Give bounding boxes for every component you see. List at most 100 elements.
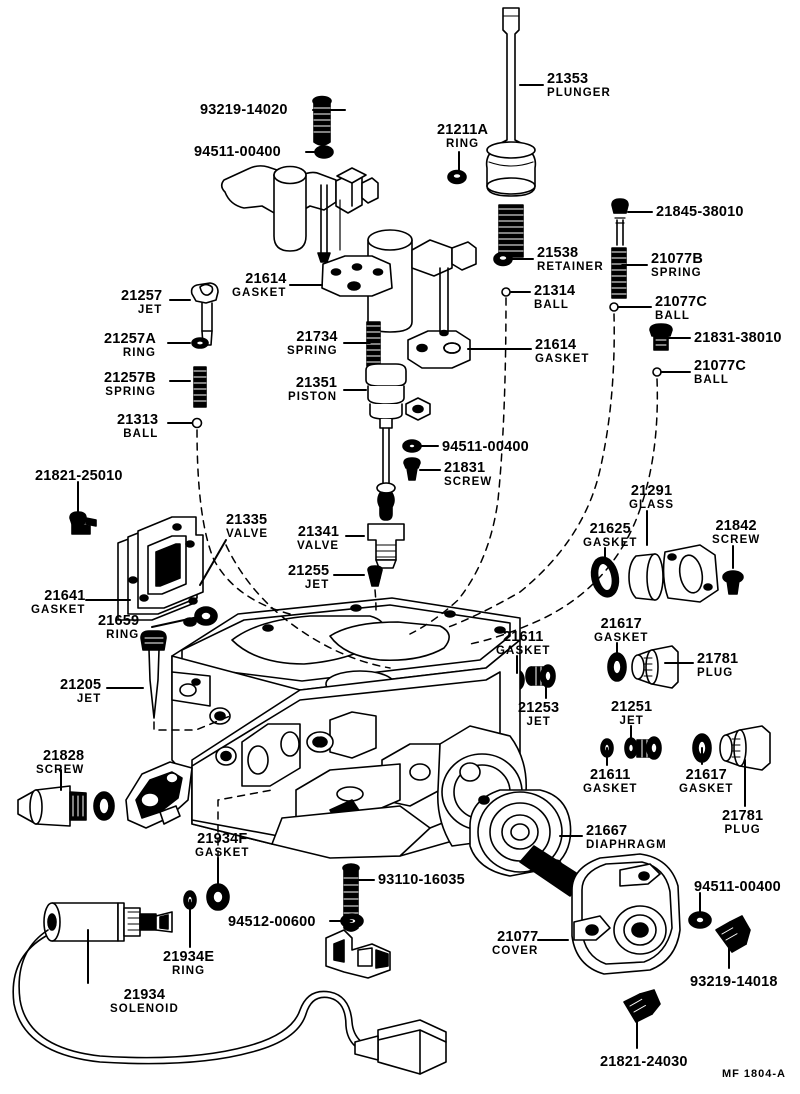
part-21253-jet	[525, 664, 556, 688]
part-name: GASKET	[496, 644, 551, 657]
part-number: 21781	[722, 808, 764, 824]
part-21659-ring	[194, 606, 218, 626]
part-name: SCREW	[712, 533, 761, 546]
part-21257B-spring	[193, 366, 207, 408]
part-name: GLASS	[629, 498, 675, 511]
part-number: 21353	[547, 71, 589, 87]
part-number: 21291	[630, 483, 673, 499]
part-label-21821-24030: 21821-24030	[600, 1055, 688, 1070]
part-21617-gasket-1	[607, 652, 627, 682]
part-21934F-gasket	[206, 883, 230, 911]
part-number: 94511-00400	[194, 144, 281, 160]
part-number: 21313	[117, 412, 159, 428]
part-number: 21831	[444, 460, 486, 476]
part-number: 21821-24030	[600, 1054, 688, 1070]
part-name: RETAINER	[537, 260, 604, 273]
part-name: COVER	[492, 944, 539, 957]
part-name: GASKET	[31, 603, 86, 616]
part-name: JET	[137, 303, 163, 316]
jet-body-2	[636, 736, 662, 760]
part-number: 21821-25010	[35, 468, 123, 484]
part-number: 21617	[600, 616, 642, 632]
part-name: RING	[446, 137, 480, 150]
part-number: 21251	[611, 699, 653, 715]
part-number: 21538	[537, 245, 579, 261]
sheet-code: MF 1804-A	[721, 1068, 786, 1080]
part-name: JET	[619, 714, 644, 727]
part-number: 21255	[288, 563, 330, 579]
part-label-94511-00400: 94511-00400	[694, 880, 781, 895]
part-name: SPRING	[287, 344, 338, 357]
part-name: GASKET	[232, 286, 287, 299]
part-name: GASKET	[594, 631, 649, 644]
part-number: 21351	[295, 375, 338, 391]
part-name: SOLENOID	[110, 1002, 179, 1015]
part-number: 21614	[535, 337, 577, 353]
part-label-94512-00600: 94512-00600	[228, 915, 316, 930]
part-21341-valve	[367, 523, 405, 569]
part-number: 94511-00400	[694, 879, 781, 895]
secondary-arm	[411, 239, 477, 337]
part-number: 94511-00400	[442, 439, 529, 455]
part-name: GASKET	[583, 782, 638, 795]
part-number: 21734	[296, 329, 338, 345]
part-21821-25010	[69, 511, 97, 535]
part-21781-plug-1	[631, 645, 679, 689]
washer-near-21828	[93, 791, 115, 821]
part-number: 21253	[518, 700, 560, 716]
part-number: 21257B	[104, 370, 156, 386]
part-21077C-ball-1	[609, 302, 619, 312]
part-number: 21341	[297, 524, 340, 540]
part-21257-jet	[190, 282, 219, 346]
part-number: 21934F	[197, 831, 248, 847]
part-number: 21211A	[437, 122, 489, 138]
part-21842-screw	[722, 570, 744, 595]
part-21257A-ring	[191, 337, 209, 349]
part-number: 21077B	[651, 251, 703, 267]
part-21614-gasket-upper	[321, 255, 393, 297]
part-number: 21077C	[694, 358, 746, 374]
part-number: 21667	[586, 823, 628, 839]
part-name: PLUNGER	[547, 86, 611, 99]
part-21828-screw	[17, 785, 87, 827]
part-name: SCREW	[444, 475, 493, 488]
dashed-21314	[409, 297, 507, 635]
part-name: GASKET	[535, 352, 590, 365]
part-number: 21845-38010	[656, 204, 744, 220]
part-name: PISTON	[288, 390, 338, 403]
wire-connector	[354, 1019, 447, 1075]
part-name: RING	[172, 964, 206, 977]
part-21314-ball	[501, 287, 511, 297]
part-number: 21828	[42, 748, 85, 764]
part-label-21831-38010: 21831-38010	[694, 331, 782, 346]
plunger-spring	[498, 204, 524, 258]
leader-line-21335	[199, 539, 227, 586]
part-21313-ball	[191, 417, 203, 429]
part-21077B-spring	[611, 247, 627, 299]
part-21831-38010	[649, 323, 673, 351]
part-21077C-ball-2	[652, 367, 662, 377]
part-21351-piston	[365, 363, 407, 521]
part-name: VALVE	[226, 527, 269, 540]
